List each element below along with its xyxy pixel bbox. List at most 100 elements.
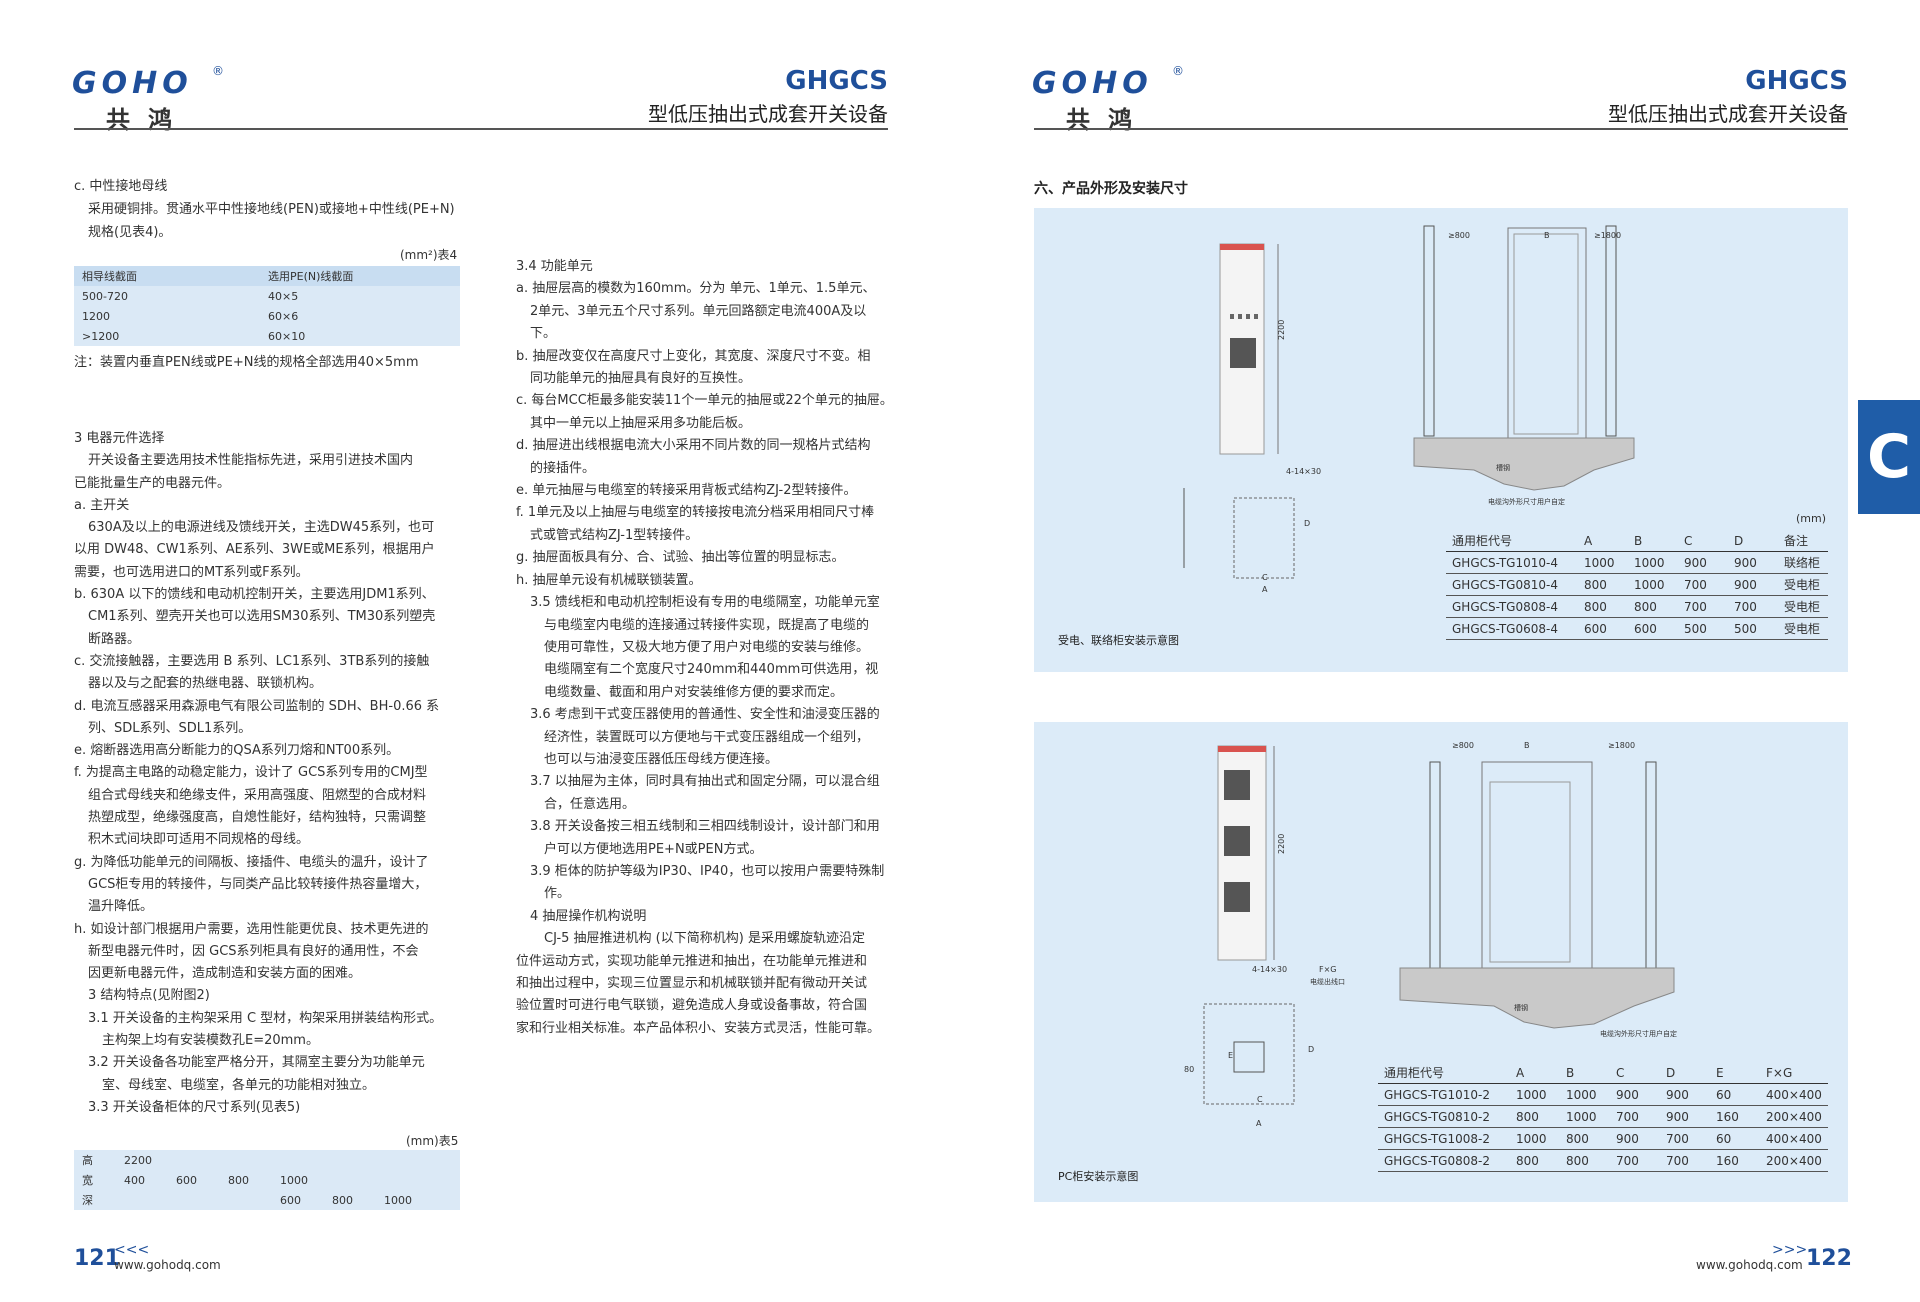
table-cell: 700 [1678, 573, 1728, 596]
steel-label: 槽钢 [1514, 1003, 1528, 1012]
dim-e: E [1228, 1051, 1233, 1060]
paragraph-line: 3.1 开关设备的主构架采用 C 型材，构架采用拼装结构形式。 [88, 1010, 443, 1026]
table-row: 500-720 40×5 [74, 286, 460, 306]
table-cell: 160 [1710, 1149, 1760, 1172]
table-cell: 受电柜 [1778, 617, 1828, 640]
paragraph-line: 合，任意选用。 [544, 796, 636, 812]
table-header-cell: 相导线截面 [74, 266, 260, 286]
table-cell [376, 1170, 460, 1190]
paragraph-line: a. 抽屉层高的模数为160mm。分为 单元、1单元、1.5单元、 [516, 281, 876, 297]
table4-unit: (mm²)表4 [400, 248, 458, 262]
table-cell [168, 1150, 220, 1170]
table-cell: 900 [1660, 1105, 1710, 1128]
table-cell: 1000 [280, 1173, 308, 1187]
table-cell: 600 [1628, 617, 1678, 640]
paragraph-line: 使用可靠性，又极大地方便了用户对电缆的安装与维修。 [544, 639, 870, 655]
height-dim: 2200 [1277, 320, 1286, 340]
table-row: 高 2200 [74, 1150, 460, 1170]
table-cell: 600 [280, 1193, 301, 1207]
table-cell [116, 1190, 168, 1210]
table-cell: 40×5 [268, 289, 299, 303]
table-cell: 900 [1728, 573, 1778, 596]
paragraph-line: 以用 DW48、CW1系列、AE系列、3WE或ME系列，根据用户 [74, 542, 435, 558]
paragraph-line: e. 单元抽屉与电缆室的转接采用背板式结构ZJ-2型转接件。 [516, 483, 857, 499]
paragraph-line: 3.7 以抽屉为主体，同时具有抽出式和固定分隔，可以混合组 [530, 774, 880, 790]
table-cell: 1000 [1628, 573, 1678, 596]
table-cell: 受电柜 [1778, 595, 1828, 618]
table-cell: 400 [124, 1173, 145, 1187]
table-cell: 联络柜 [1778, 551, 1828, 574]
table-header-cell: B [1560, 1062, 1610, 1084]
website-link[interactable]: www.gohodq.com [1696, 1258, 1803, 1272]
table-cell: 200×400 [1760, 1149, 1828, 1172]
paragraph-line: 规格(见表4)。 [88, 225, 172, 240]
dim-a: A [1256, 1119, 1262, 1128]
dim-b: B [1544, 231, 1550, 240]
paragraph-line: 室、母线室、电缆室，各单元的功能相对独立。 [102, 1077, 376, 1093]
table-header-cell: D [1728, 530, 1778, 552]
table-header-cell: D [1660, 1062, 1710, 1084]
paragraph-line: 户可以方便地选用PE+N或PEN方式。 [544, 841, 763, 857]
dim-b: B [1524, 741, 1530, 750]
table-header-cell: 通用柜代号 [1378, 1062, 1510, 1084]
paragraph-line: 温升降低。 [88, 899, 154, 915]
table-cell: 800 [1510, 1149, 1560, 1172]
paragraph-line: 4 抽屉操作机构说明 [530, 908, 647, 924]
paragraph-line: 断路器。 [88, 631, 141, 647]
table-cell: 500-720 [82, 289, 128, 303]
table-cell: 2200 [124, 1153, 152, 1167]
table-cell: 800 [1560, 1127, 1610, 1150]
paragraph-line: 电缆隔室有二个宽度尺寸240mm和440mm可供选用，视 [544, 662, 879, 678]
paragraph-line: 3.5 馈线柜和电动机控制柜设有专用的电缆隔室，功能单元室 [530, 595, 880, 611]
table-cell: GHGCS-TG1010-4 [1446, 551, 1578, 574]
table-cell: 1200 [82, 309, 110, 323]
diagram-caption-2: PC柜安装示意图 [1058, 1170, 1139, 1183]
paragraph-line: g. 抽屉面板具有分、合、试验、抽出等位置的明显标志。 [516, 550, 845, 566]
table-cell [220, 1190, 272, 1210]
header-rule [74, 128, 888, 130]
paragraph-line: 3 电器元件选择 [74, 431, 165, 446]
paragraph-line: 电缆数量、截面和用户对安装维修方便的要求而定。 [544, 684, 844, 700]
table-cell: 800 [1510, 1105, 1560, 1128]
table-cell: 800 [228, 1173, 249, 1187]
table-cell: 600 [176, 1173, 197, 1187]
table-cell: 700 [1610, 1105, 1660, 1128]
table-header-cell: C [1610, 1062, 1660, 1084]
paragraph-line: 验位置时可进行电气联锁，避免造成人身或设备事故，符合国 [516, 998, 868, 1014]
brand-title: GHGCS [1745, 66, 1848, 96]
paragraph-line: 家和行业相关标准。本产品体积小、安装方式灵活，性能可靠。 [516, 1020, 881, 1036]
table-cell [376, 1150, 460, 1170]
table-header-cell: 选用PE(N)线截面 [260, 266, 460, 286]
paragraph-line: 其中一单元以上抽屉采用多功能后板。 [530, 415, 752, 431]
table5: 高 2200 宽 400 600 800 1000 深 600 800 1000 [74, 1150, 460, 1210]
left-column-body: 3 电器元件选择开关设备主要选用技术性能指标先进，采用引进技术国内已能批量生产的… [74, 428, 474, 1119]
website-link[interactable]: www.gohodq.com [114, 1258, 221, 1272]
table-cell: 受电柜 [1778, 573, 1828, 596]
paragraph-line: 因更新电器元件，造成制造和安装方面的困难。 [88, 966, 362, 982]
table-cell: 500 [1728, 617, 1778, 640]
table-cell [168, 1190, 220, 1210]
diagram-caption-1: 受电、联络柜安装示意图 [1058, 634, 1179, 647]
paragraph-line: 同功能单元的抽屉具有良好的互换性。 [530, 371, 752, 387]
paragraph-line: CJ-5 抽屉推进机构 (以下简称机构) 是采用螺旋轨迹沿定 [544, 931, 865, 947]
paragraph-line: 式或管式结构ZJ-1型转接件。 [530, 527, 699, 543]
table-cell [272, 1150, 324, 1170]
table-header-cell: E [1710, 1062, 1760, 1084]
dim-right: ≥1800 [1608, 741, 1635, 750]
page-subtitle: 型低压抽出式成套开关设备 [1608, 102, 1848, 126]
paragraph-line: b. 抽屉改变仅在高度尺寸上变化，其宽度、深度尺寸不变。相 [516, 348, 871, 364]
table-cell: 900 [1610, 1083, 1660, 1106]
paragraph-line: e. 熔断器选用高分断能力的QSA系列刀熔和NT00系列。 [74, 743, 400, 759]
table-header-cell: A [1578, 530, 1628, 552]
dim-d: D [1304, 519, 1310, 528]
paragraph-line: d. 电流互感器采用森源电气有限公司监制的 SDH、BH-0.66 系 [74, 698, 440, 714]
table-cell: 60 [1710, 1127, 1760, 1150]
paragraph-line: f. 1单元及以上抽屉与电缆室的转接按电流分档采用相同尺寸棒 [516, 505, 875, 521]
fg-dim: F×G [1319, 965, 1337, 974]
